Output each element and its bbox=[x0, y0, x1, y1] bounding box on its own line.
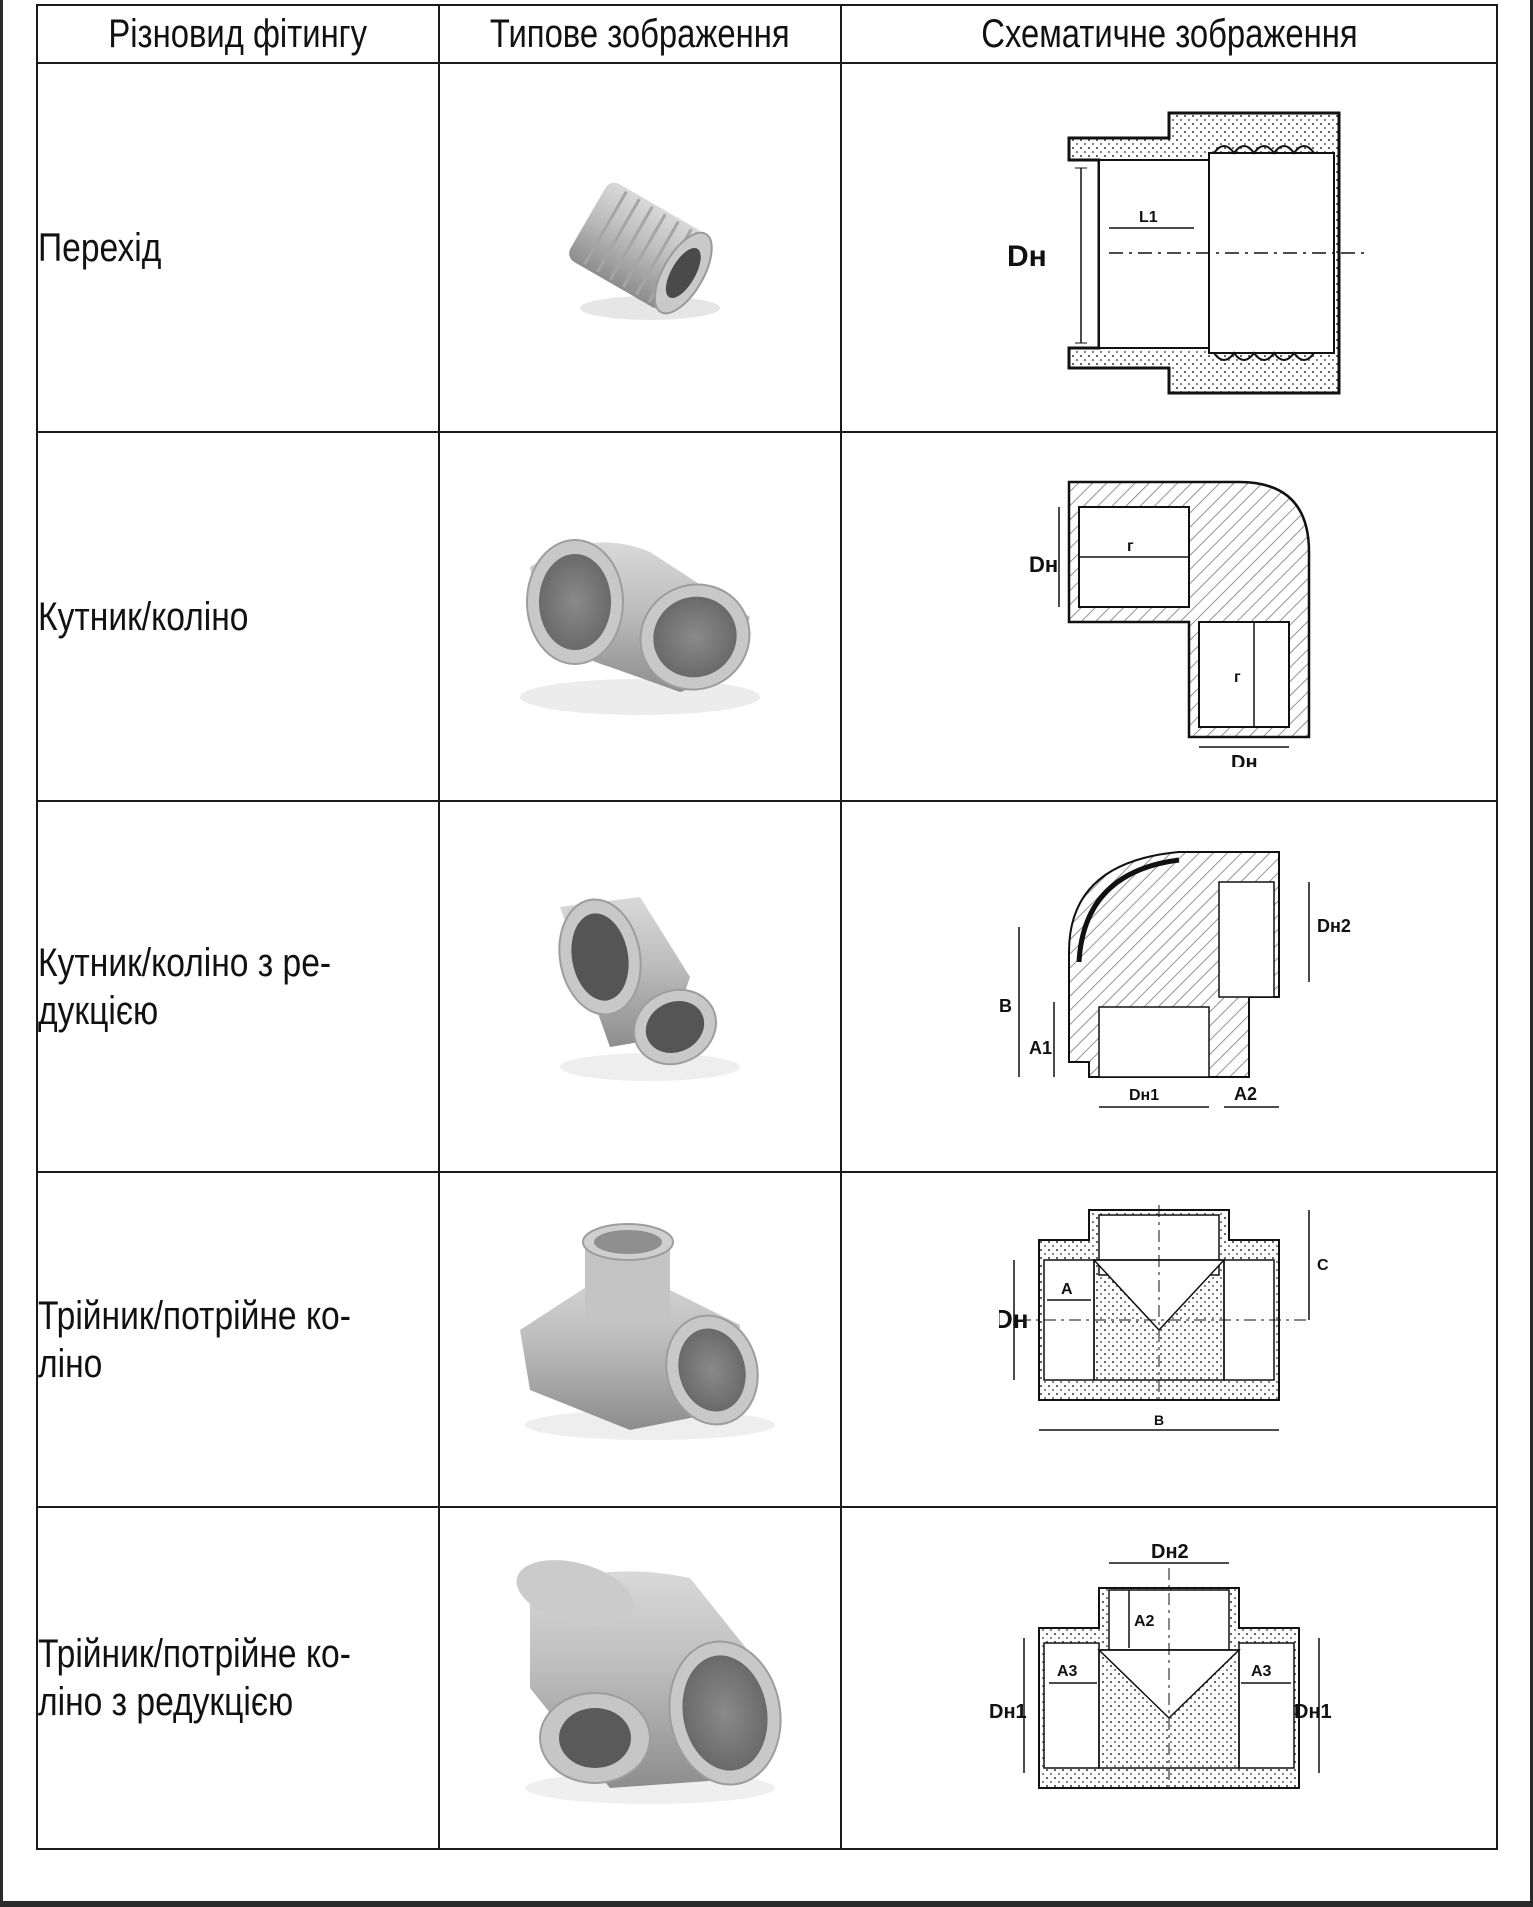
dim-label-a: А bbox=[1061, 1281, 1073, 1298]
header-photo: Типове зображення bbox=[438, 4, 842, 64]
header-scheme: Схематичне зображення bbox=[840, 4, 1498, 64]
elbow-scheme-diagram: Dн г г Dн bbox=[1029, 480, 1311, 767]
reducing-elbow-scheme-diagram: В А1 Dн2 Dн1 А2 bbox=[999, 850, 1351, 1108]
table-row: Кутник/коліно bbox=[36, 431, 1498, 802]
elbow-photo-image bbox=[520, 538, 760, 715]
dim-label-d1-left: Dн1 bbox=[989, 1701, 1027, 1723]
fitting-name: Кутник/коліно з ре- дукцією bbox=[36, 800, 440, 1173]
table-header-row: Різновид фітингу Типове зображення Схема… bbox=[36, 4, 1498, 64]
reducing-tee-photo-image bbox=[516, 1560, 782, 1804]
fitting-photo bbox=[438, 431, 842, 802]
fitting-photo bbox=[438, 1171, 842, 1508]
fittings-table: Різновид фітингу Типове зображення Схема… bbox=[36, 4, 1498, 1850]
dim-label-b: В bbox=[1154, 1412, 1164, 1428]
fitting-name: Перехід bbox=[36, 62, 440, 433]
table-row: Перехід bbox=[36, 62, 1498, 433]
tee-scheme-diagram: Dн А С В bbox=[999, 1204, 1329, 1431]
dim-label-a2: А2 bbox=[1134, 1613, 1155, 1630]
dim-label-d2: Dн bbox=[1231, 752, 1258, 767]
tee-photo-image bbox=[520, 1222, 775, 1440]
dim-label-l1: L1 bbox=[1139, 209, 1158, 226]
table-row: Кутник/коліно з ре- дукцією bbox=[36, 800, 1498, 1173]
adapter-photo-image bbox=[569, 182, 720, 320]
fitting-photo bbox=[438, 1506, 842, 1850]
fitting-scheme: Dн2 А2 А3 А3 Dн1 Dн1 bbox=[840, 1506, 1498, 1850]
dim-label-b: В bbox=[999, 996, 1012, 1016]
fitting-name: Трійник/потрійне ко- ліно з редукцією bbox=[36, 1506, 440, 1850]
dim-label-l1: г bbox=[1127, 538, 1134, 555]
dim-label-d: Dн bbox=[999, 1304, 1028, 1334]
dim-label-d2: Dн2 bbox=[1317, 916, 1351, 936]
dim-label-d1-right: Dн1 bbox=[1294, 1701, 1332, 1723]
dim-label-a1: А1 bbox=[1029, 1038, 1052, 1058]
table-row: Трійник/потрійне ко- ліно з редукцією bbox=[36, 1506, 1498, 1850]
dim-label-d1: Dн1 bbox=[1129, 1087, 1159, 1104]
fitting-photo bbox=[438, 800, 842, 1173]
fitting-name: Трійник/потрійне ко- ліно bbox=[36, 1171, 440, 1508]
header-type: Різновид фітингу bbox=[36, 4, 440, 64]
dim-label-d2: Dн2 bbox=[1151, 1541, 1189, 1563]
adapter-scheme-diagram: Dн L1 bbox=[1007, 111, 1369, 394]
dim-label-a3-right: А3 bbox=[1251, 1663, 1272, 1680]
fitting-photo bbox=[438, 62, 842, 433]
dim-label-d1: Dн bbox=[1029, 552, 1058, 577]
fitting-name: Кутник/коліно bbox=[36, 431, 440, 802]
fitting-scheme: В А1 Dн2 Dн1 А2 bbox=[840, 800, 1498, 1173]
dim-label-l2: г bbox=[1234, 669, 1241, 686]
table-row: Трійник/потрійне ко- ліно bbox=[36, 1171, 1498, 1508]
reducing-tee-scheme-diagram: Dн2 А2 А3 А3 Dн1 Dн1 bbox=[989, 1541, 1332, 1789]
dim-label-a3-left: А3 bbox=[1057, 1663, 1078, 1680]
dim-label-a2: А2 bbox=[1234, 1084, 1257, 1104]
dim-label-d: Dн bbox=[1007, 240, 1047, 273]
fitting-scheme: Dн г г Dн bbox=[840, 431, 1498, 802]
dim-label-c: С bbox=[1317, 1257, 1329, 1274]
fitting-scheme: Dн А С В bbox=[840, 1171, 1498, 1508]
fitting-scheme: Dн L1 bbox=[840, 62, 1498, 433]
reducing-elbow-photo-image bbox=[558, 896, 740, 1081]
